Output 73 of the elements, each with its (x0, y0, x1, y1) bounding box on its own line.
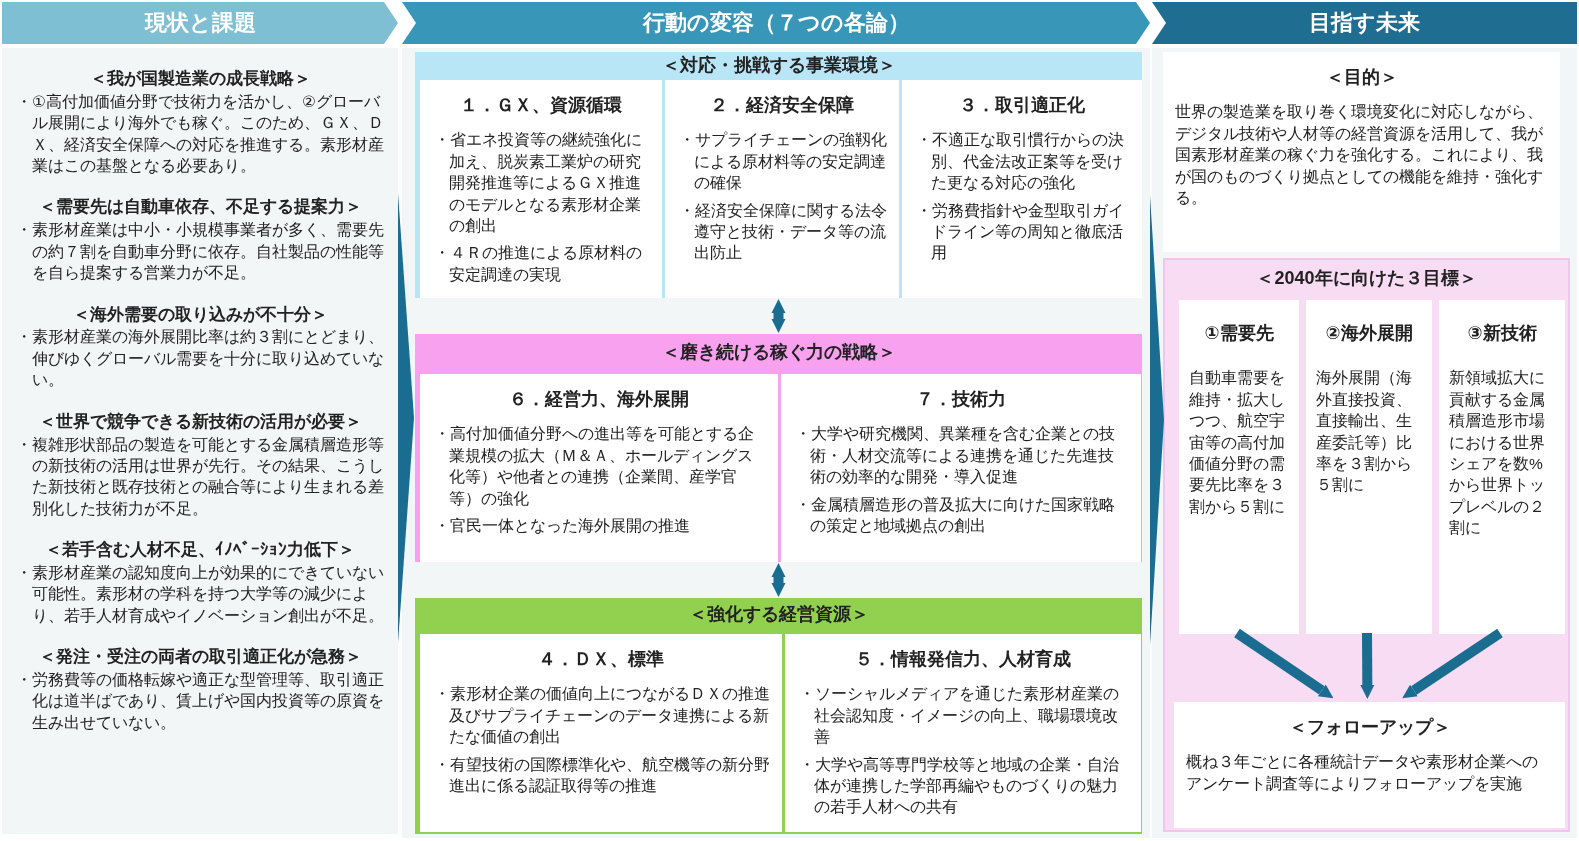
bullet-text: ・労務費指針や金型取引ガイドライン等の周知と徹底活用 (914, 200, 1125, 264)
section-text: ・①高付加価値分野で技術力を活かし、②グローバル展開により海外でも稼ぐ。このため、ＧＸ、ＤＸ、経済安全保障への対応を推進する。素形材産業はこの基盤となる必要あり。 (16, 91, 384, 177)
goal-card (1179, 300, 1299, 634)
bullet-text: ・省エネ投資等の継続強化に加え、脱炭素工業炉の研究開発推進等によるＧＸ推進のモデルとなる素形材企業の創出 (432, 130, 643, 236)
section-heading: ＜海外需要の取り込みが不十分＞ (71, 303, 329, 326)
column-header: 目指す未来 (1152, 2, 1577, 44)
bullet-text: ・４Ｒの推進による原材料の安定調達の実現 (432, 243, 643, 285)
card (420, 634, 782, 832)
double-arrow (771, 299, 786, 333)
card (902, 80, 1142, 298)
group-panel (415, 52, 1142, 298)
group-panel (415, 334, 1142, 562)
column-header: 現状と課題 (2, 2, 398, 44)
card (1174, 702, 1565, 828)
bullet-text: ・サプライチェーンの強靱化による原材料等の安定調達の確保 (677, 130, 887, 194)
section-heading: ＜需要先は自動車依存、不足する提案力＞ (37, 196, 363, 219)
section-text: ・労務費等の価格転嫁や適正な型管理等、取引適正化は道半ばであり、賃上げや国内投資等の原資を生み出せていない。 (16, 670, 384, 733)
section-text: ・素形材産業は中小・小規模事業者が多く、需要先の約７割を自動車分野に依存。自社製品の性能等を自ら提案する営業力が不足。 (16, 220, 384, 284)
card-heading: ③新技術 (1466, 322, 1538, 345)
group-heading: ＜2040年に向けた３目標＞ (1255, 267, 1478, 290)
bullet-text: ・ソーシャルメディアを通じた素形材産業の社会認知度・イメージの向上、職場環境改善 (797, 684, 1120, 748)
bullet-text: ・有望技術の国際標準化や、航空機等の新分野進出に係る認証取得等の推進 (432, 754, 770, 796)
section-text: ・素形材産業の海外展開比率は約３割にとどまり、伸びゆくグローバル需要を十分に取り込めていない。 (16, 327, 384, 391)
bullet-text: ・金属積層造形の普及拡大に向けた国家戦略の策定と地域拠点の創出 (793, 494, 1116, 536)
card (420, 80, 662, 298)
arrow (1360, 632, 1375, 699)
bullet-text: ・素形材企業の価値向上につながるＤＸの推進及びサプライチェーンのデータ連携による新たな価値の創出 (432, 684, 770, 748)
card-text: 自動車需要を維持・拡大しつつ、航空宇宙等の高付加価値分野の需要先比率を３割から５割に (1189, 368, 1286, 517)
card-text: 概ね３年ごとに各種統計データや素形材企業へのアンケート調査等によりフォローアップを実施 (1186, 752, 1539, 794)
column-panel (2, 2, 398, 834)
card-heading: ①需要先 (1203, 322, 1275, 345)
card-heading: ６．経営力、海外展開 (508, 388, 690, 411)
group-panel (415, 598, 1142, 834)
group-heading: ＜対応・挑戦する事業環境＞ (660, 54, 897, 76)
card (420, 374, 778, 562)
column-header: 行動の変容（７つの各論） (402, 2, 1150, 44)
card-heading: ＜目的＞ (1324, 66, 1399, 89)
card-heading: ７．技術力 (915, 388, 1007, 411)
section-text: ・複雑形状部品の製造を可能とする金属積層造形等の新技術の活用は世界が先行。その結果、こうした新技術と既存技術との融合等により生まれる差別化した技術力が不足。 (16, 434, 384, 519)
card-heading: ４．ＤＸ、標準 (537, 648, 665, 671)
group-heading: ＜磨き続ける稼ぐ力の戦略＞ (660, 341, 897, 364)
column-panel (402, 2, 1150, 838)
group-heading: ＜強化する経営資源＞ (687, 603, 870, 626)
section-text: ・素形材産業の認知度向上が効果的にできていない可能性。素形材の学科を持つ大学等の減少により、若手人材育成やイノベーション創出が不足。 (16, 562, 384, 626)
goal-card (1306, 300, 1432, 634)
section-heading: ＜世界で競争できる新技術の活用が必要＞ (37, 410, 363, 433)
arrow (1402, 628, 1503, 699)
card-text: 世界の製造業を取り巻く環境変化に対応しながら、デジタル技術や人材等の経営資源を活用して、我が国素形材産業の稼ぐ力を強化する。これにより、我が国のものづくり拠点としての機能を維持・強化する。 (1175, 102, 1544, 208)
card-text: 新領域拡大に貢献する金属積層造形市場における世界シェアを数%から世界トップレベルの２割に (1449, 368, 1546, 538)
column-panel (1152, 2, 1577, 838)
section-heading: ＜若手含む人材不足、ｲﾉﾍﾞｰｼｮﾝ力低下＞ (44, 539, 356, 561)
card (785, 634, 1141, 832)
card-heading: １．ＧＸ、資源循環 (459, 94, 623, 117)
bullet-text: ・経済安全保障に関する法令遵守と技術・データ等の流出防止 (677, 200, 887, 264)
card-heading: ５．情報発信力、人材育成 (854, 648, 1072, 671)
bullet-text: ・不適正な取引慣行からの決別、代金法改正案等を受けた更なる対応の強化 (914, 130, 1125, 194)
group-panel (1163, 258, 1570, 832)
double-arrow (771, 563, 786, 597)
section-heading: ＜発注・受注の両者の取引適正化が急務＞ (37, 646, 363, 669)
card (665, 80, 899, 298)
arrow (1234, 628, 1334, 699)
section-heading: ＜我が国製造業の成長戦略＞ (88, 68, 312, 90)
bullet-text: ・大学や研究機関、異業種を含む企業との技術・人材交流等による連携を通じた先進技術の効率的な開発・導入促進 (793, 424, 1116, 488)
card-heading: ＜フォローアップ＞ (1287, 716, 1452, 739)
bullet-text: ・高付加価値分野への進出等を可能とする企業規模の拡大（Ｍ＆Ａ、ホールディングス化等）や他者との連携（企業間、産学官等）の強化 (432, 424, 755, 509)
card-heading: ２．経済安全保障 (709, 94, 855, 117)
card-heading: ３．取引適正化 (958, 94, 1086, 117)
bullet-text: ・官民一体となった海外展開の推進 (432, 515, 691, 536)
card-text: 海外展開（海外直接投資、直接輸出、生産委託等）比率を３割から５割に (1316, 368, 1413, 496)
card-heading: ②海外展開 (1324, 322, 1414, 345)
bullet-text: ・大学や高等専門学校等と地域の企業・自治体が連携した学部再編やものづくりの魅力の若手人材への共有 (797, 754, 1120, 818)
goal-card (1439, 300, 1565, 634)
card (781, 374, 1141, 562)
